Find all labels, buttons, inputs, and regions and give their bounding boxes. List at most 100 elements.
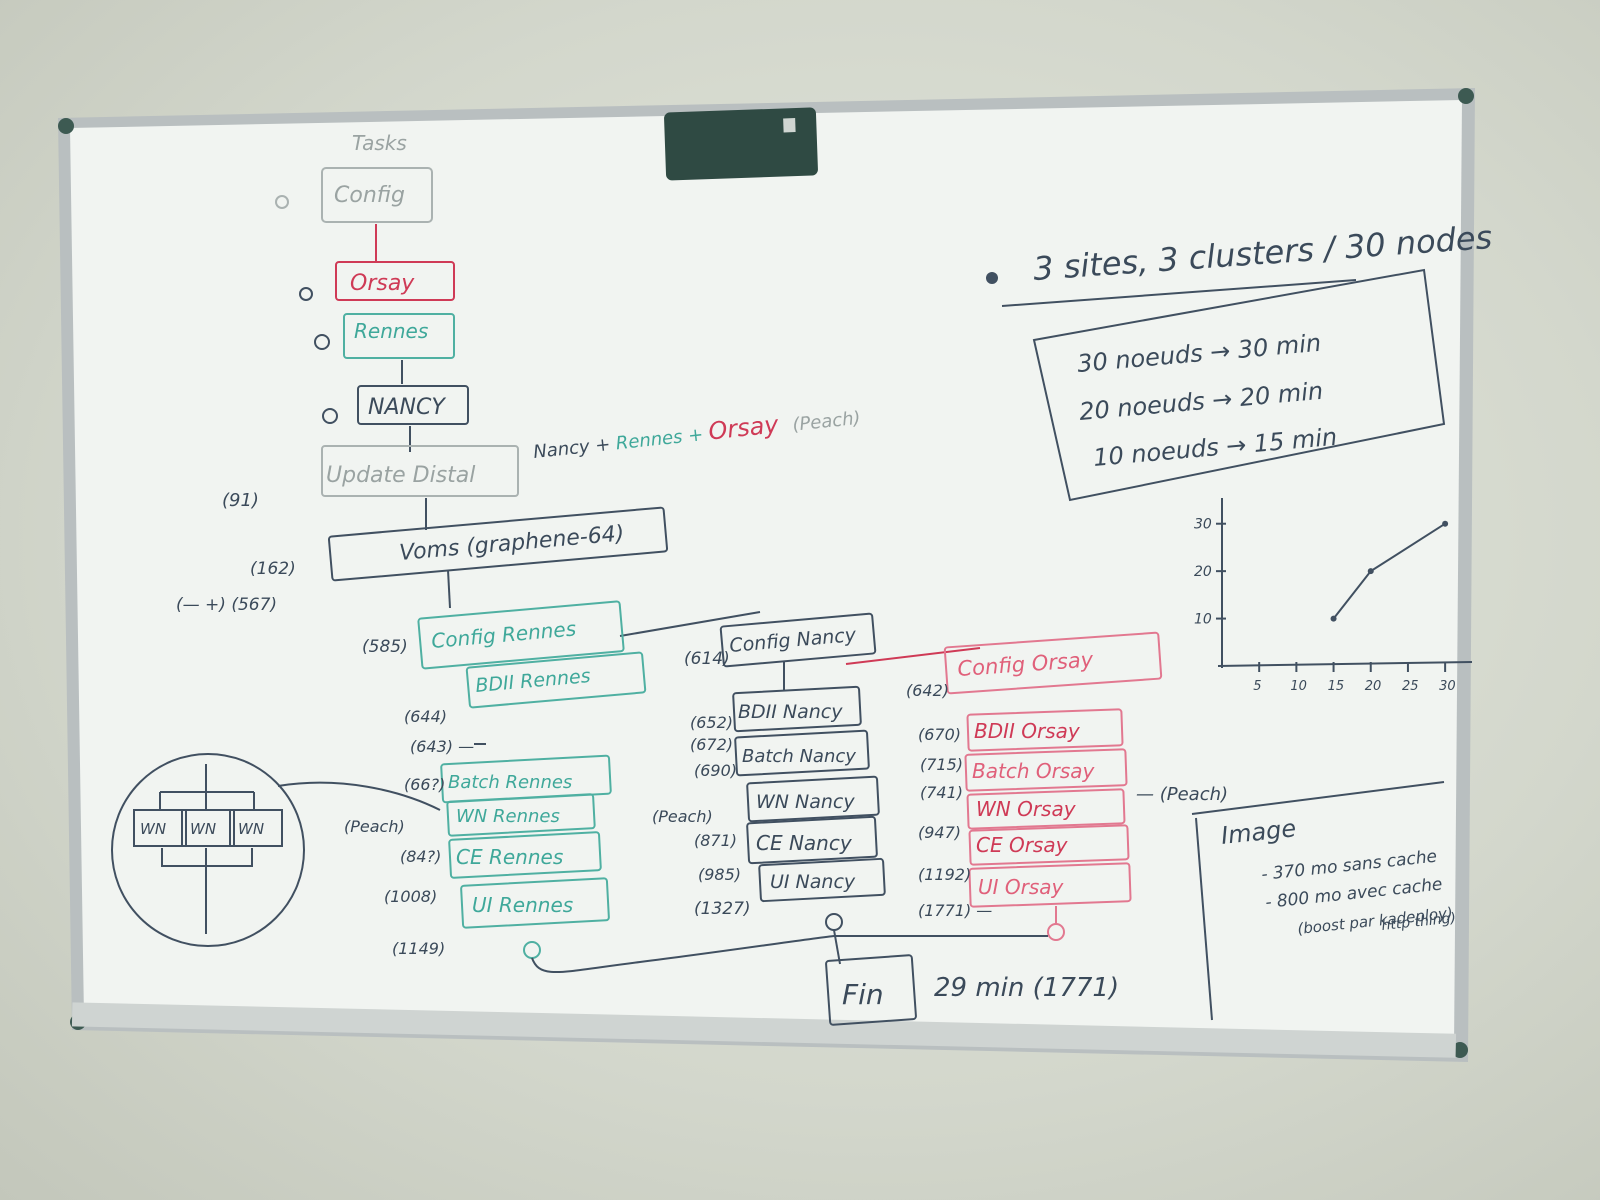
chart-x-tick-label: 30	[1439, 679, 1456, 694]
orsay-column: Config Orsay BDII Orsay Batch Orsay WN O…	[906, 631, 1228, 941]
orsay-batch-box	[964, 748, 1128, 792]
wn-label: WN	[238, 820, 264, 838]
chart-x-axis	[1217, 661, 1473, 667]
wn-box	[181, 809, 235, 847]
wn-box	[133, 809, 187, 847]
orsay-num: (1192)	[918, 865, 971, 884]
orsay-wn-label: WN Orsay	[976, 797, 1077, 821]
scaling-box	[1032, 268, 1446, 502]
nancy-ce-box	[746, 815, 878, 865]
config-box	[321, 167, 433, 223]
rennes-num: (1008)	[384, 887, 437, 906]
label-162: (162)	[250, 559, 296, 579]
fin-label: Fin	[842, 978, 884, 1011]
rennes-num: (644)	[404, 707, 447, 726]
nancy-num: (614)	[684, 649, 730, 669]
nancy-wn-box	[746, 775, 880, 823]
rennes-num: (66?)	[404, 775, 445, 794]
orsay-num: (947)	[918, 823, 961, 842]
orsay-num: (741)	[920, 783, 963, 802]
chart-y-tick-label: 10	[1194, 612, 1212, 628]
eraser-logo	[783, 118, 796, 133]
chart-x-tick-label: 10	[1290, 679, 1307, 694]
rennes-ui-box	[460, 877, 610, 929]
fin-connector	[833, 929, 841, 965]
orsay-batch-label: Batch Orsay	[972, 759, 1095, 783]
nancy-batch-box	[734, 729, 870, 777]
label-91: (91)	[222, 490, 259, 511]
rennes-ce-label: CE Rennes	[456, 845, 563, 869]
nancy-bdii-box	[732, 685, 862, 733]
corner-cap	[58, 118, 74, 134]
branch-line	[619, 611, 761, 637]
whiteboard-surface	[70, 100, 1462, 1048]
orsay-ce-box	[968, 824, 1130, 866]
eraser	[664, 107, 818, 181]
nancy-config-box	[719, 612, 877, 668]
chart-y-tick-label: 30	[1194, 517, 1212, 533]
nancy-num: (672)	[690, 735, 733, 754]
orsay-side-note: — (Peach)	[1136, 784, 1228, 805]
chart-point	[1442, 520, 1449, 527]
orsay-end-node	[1047, 923, 1065, 941]
wn-tree	[159, 764, 255, 934]
bullet	[299, 287, 313, 301]
join-line	[531, 935, 1048, 973]
nancy-ui-label: UI Nancy	[770, 871, 856, 893]
orsay-num: (715)	[920, 755, 963, 774]
nancy-ui-box	[758, 857, 886, 903]
rennes-wn-label: WN Rennes	[456, 806, 560, 827]
image-line: http thing)	[1381, 910, 1457, 934]
orsay-ui-box	[968, 862, 1132, 908]
rennes-label: Rennes	[354, 319, 428, 343]
fin-time: 29 min (1771)	[934, 973, 1119, 1003]
chart-x-tick-label: 20	[1365, 679, 1382, 694]
bullet	[275, 195, 289, 209]
update-label: Update Distal	[326, 463, 475, 488]
orsay-bdii-label: BDII Orsay	[974, 719, 1081, 743]
connector	[447, 569, 451, 609]
chart-x-tick-label: 25	[1402, 679, 1419, 694]
nancy-num: (Peach)	[652, 807, 713, 826]
nancy-ce-label: CE Nancy	[756, 831, 853, 855]
orsay-label: Orsay	[350, 271, 415, 296]
nancy-batch-label: Batch Nancy	[742, 746, 856, 767]
rennes-box	[343, 313, 455, 359]
nancy-num: (652)	[690, 713, 733, 732]
tasks-label: Tasks	[352, 131, 407, 155]
rennes-ce-box	[448, 831, 602, 879]
orsay-bdii-box	[966, 708, 1124, 752]
marker-tray	[71, 1002, 1457, 1058]
update-box	[321, 445, 519, 497]
bullet	[322, 408, 338, 424]
rennes-batch-label: Batch Rennes	[448, 772, 572, 793]
rennes-config-box	[417, 600, 625, 670]
divider-horizontal	[1191, 781, 1445, 815]
nancy-box	[357, 385, 469, 425]
voms-box	[327, 506, 669, 582]
fin-box	[825, 954, 917, 1026]
chart-x-tick-label: 5	[1253, 679, 1261, 694]
chart-point	[1330, 615, 1337, 622]
orsay-wn-box	[966, 788, 1126, 830]
chart-point	[1367, 568, 1374, 575]
rennes-num: (Peach)	[344, 817, 405, 836]
nancy-num: (985)	[698, 865, 741, 884]
corner-cap	[1458, 88, 1474, 104]
nancy-bdii-label: BDII Nancy	[738, 701, 843, 723]
rennes-num: (585)	[362, 637, 408, 657]
nancy-wn-label: WN Nancy	[756, 791, 855, 813]
corner-cap	[1452, 1042, 1468, 1058]
bullet-dot	[986, 272, 998, 284]
branch-line	[845, 647, 981, 665]
rennes-num: (84?)	[400, 847, 441, 866]
rennes-wn-box	[446, 793, 596, 837]
wn-box	[229, 809, 283, 847]
nancy-column: Config Nancy BDII Nancy Batch Nancy WN N…	[652, 612, 886, 931]
chart-y-tick-label: 20	[1194, 564, 1212, 580]
wn-pointer	[277, 781, 441, 811]
nancy-label: NANCY	[368, 395, 446, 420]
wn-circle	[111, 753, 305, 947]
rennes-num: (1149)	[392, 939, 445, 958]
